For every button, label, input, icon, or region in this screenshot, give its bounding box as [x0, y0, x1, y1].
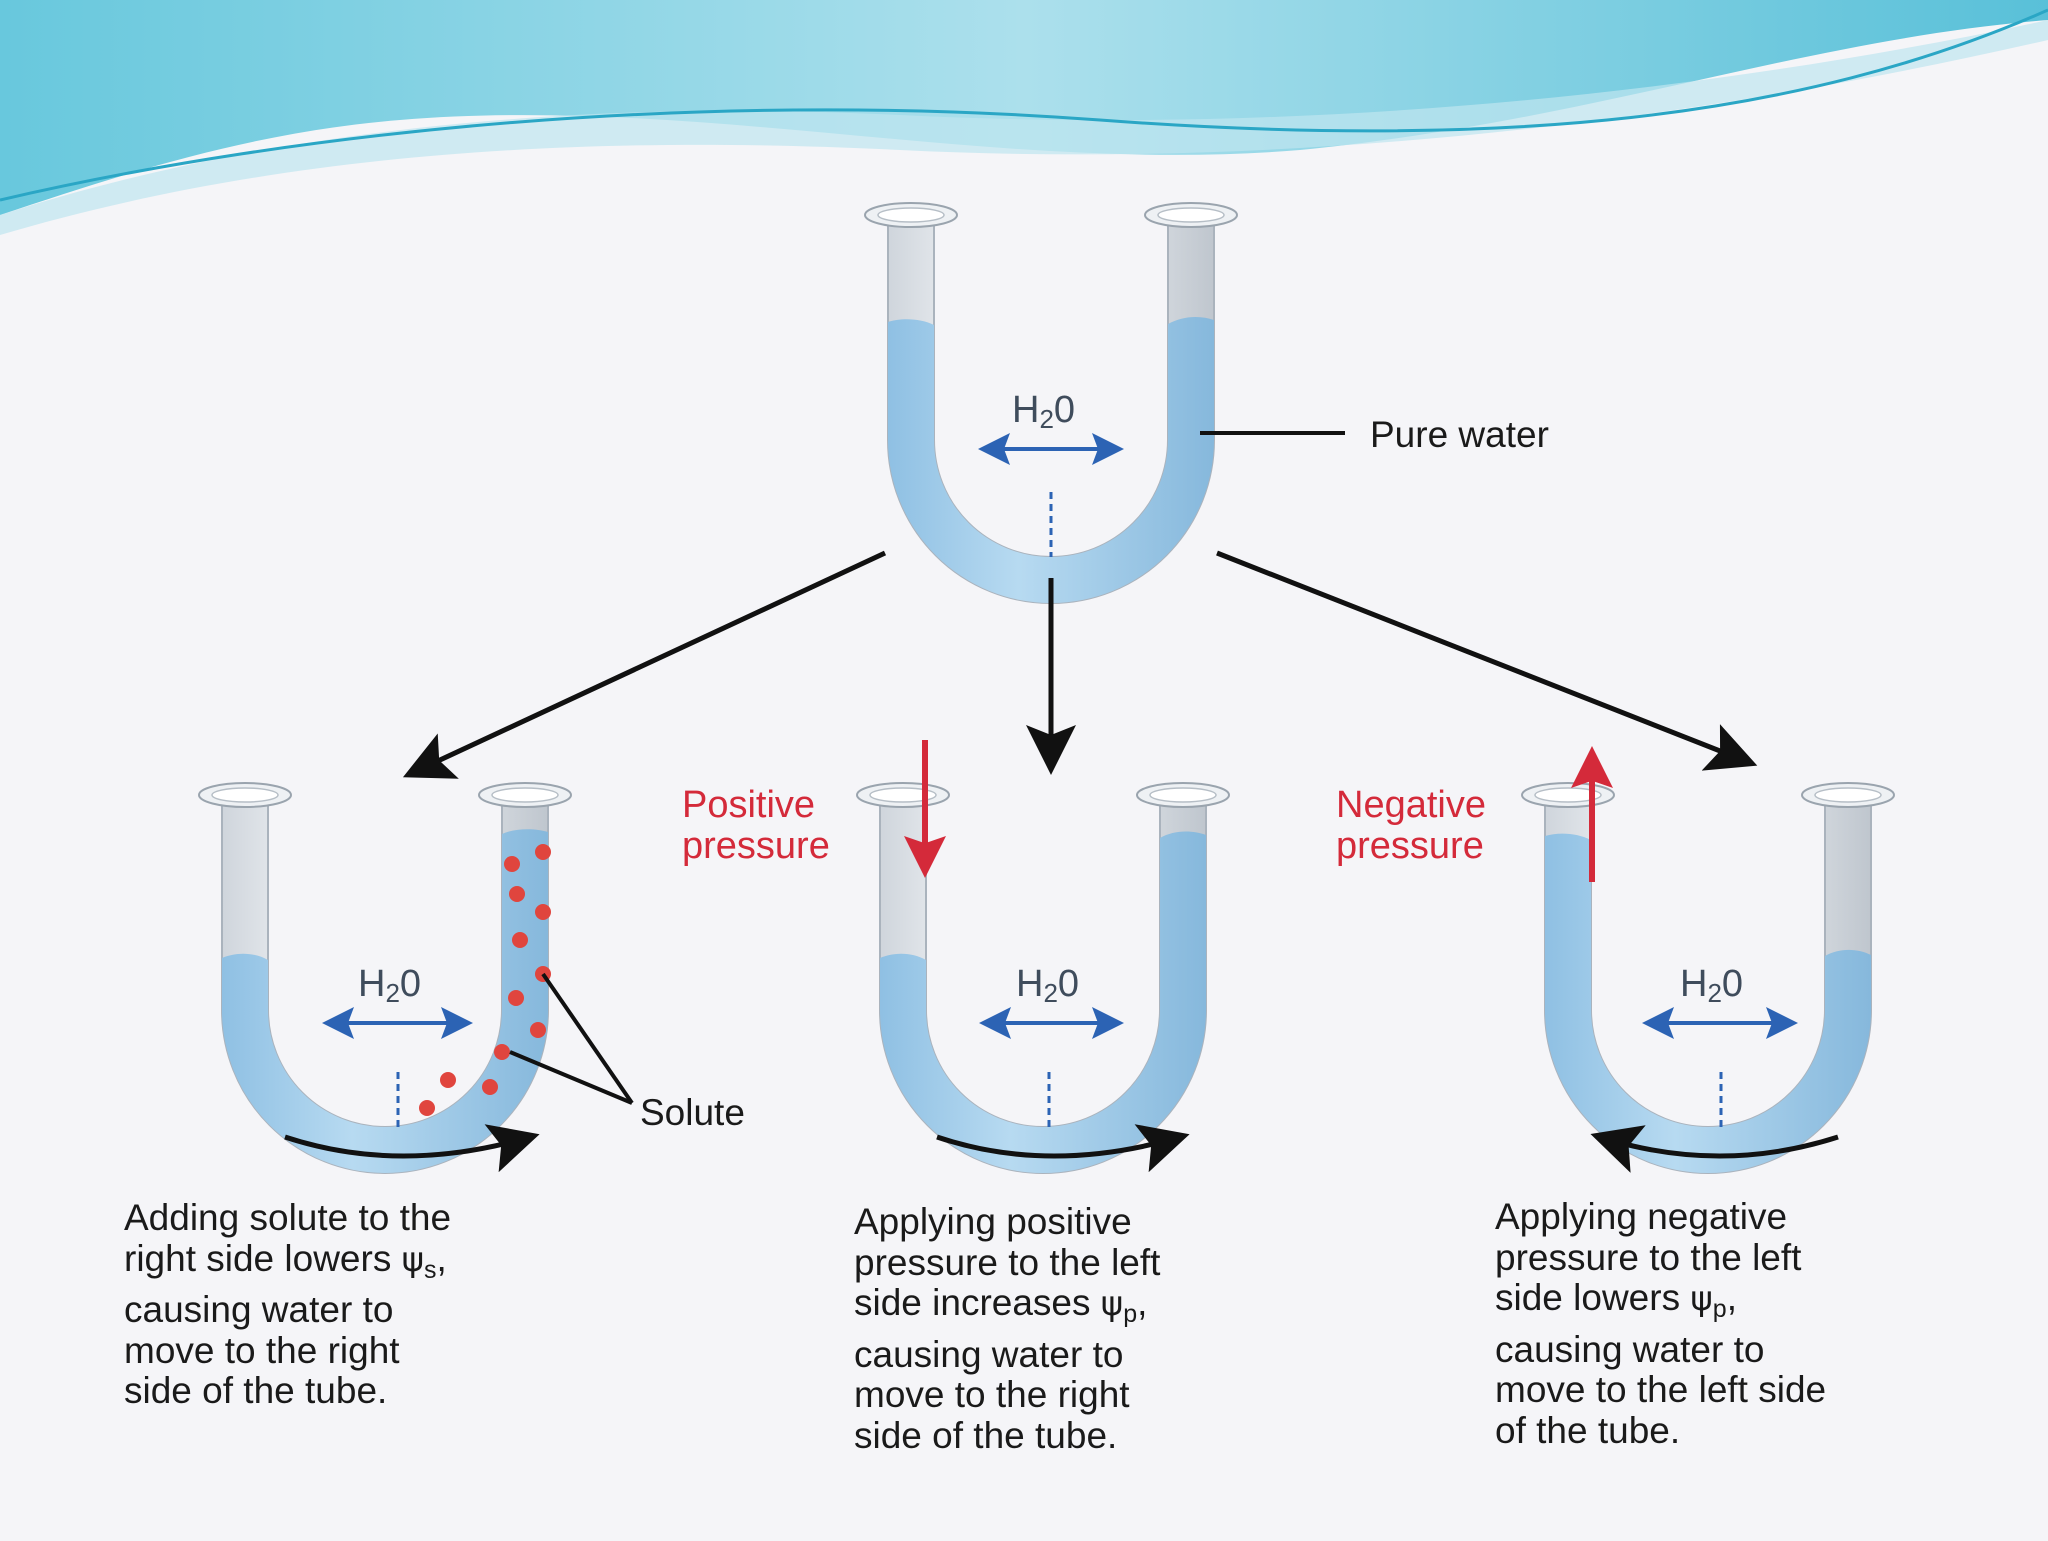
- tube-negative-pressure: [1521, 746, 1895, 1174]
- solute-particles: [419, 844, 551, 1116]
- solute-label: Solute: [640, 1092, 745, 1133]
- tube-solute: [198, 782, 634, 1174]
- caption-positive-pressure: Applying positive pressure to the left s…: [854, 1201, 1161, 1456]
- branch-arrows: [402, 550, 1758, 779]
- tube-positive-pressure: [856, 740, 1230, 1174]
- h2o-label-right: H20: [1680, 963, 1744, 1008]
- caption-solute: Adding solute to the right side lowers ψ…: [124, 1197, 452, 1411]
- h2o-label-top: H20: [1012, 389, 1076, 434]
- positive-pressure-label: Positive pressure: [682, 784, 830, 867]
- h2o-label-left: H20: [358, 963, 422, 1008]
- h2o-label-middle: H20: [1016, 963, 1080, 1008]
- pure-water-label: Pure water: [1370, 414, 1549, 455]
- banner-decoration: [0, 0, 2048, 235]
- negative-pressure-label: Negative pressure: [1336, 784, 1486, 867]
- tube-pure-water: [864, 202, 1345, 604]
- caption-negative-pressure: Applying negative pressure to the left s…: [1495, 1196, 1827, 1451]
